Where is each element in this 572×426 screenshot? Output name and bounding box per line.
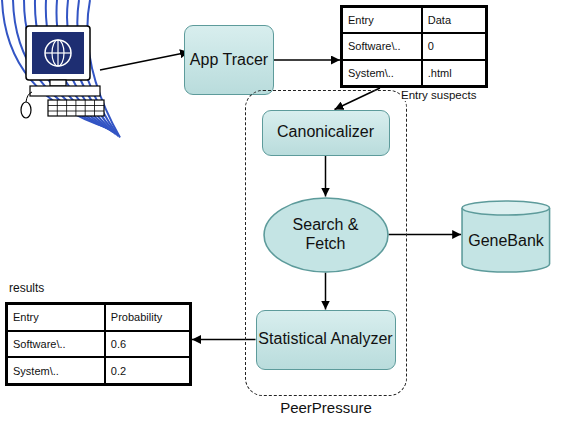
results-table: resultsEntryProbabilitySoftware\..0.6Sys… — [5, 302, 192, 386]
caption-label: Entry suspects — [400, 89, 477, 101]
process-ellipse: Search & Fetch — [263, 197, 389, 273]
table-cell: 0 — [422, 33, 486, 59]
table-grid: EntryDataSoftware\..0System\...html — [340, 5, 488, 88]
table-cell: Software\.. — [7, 331, 105, 358]
flow-arrow — [325, 156, 327, 197]
table-cell: System\.. — [7, 357, 105, 384]
box-label: App Tracer — [190, 51, 268, 69]
box-label: Canonicalizer — [277, 123, 374, 141]
user-to-tracer-arrow — [100, 52, 189, 70]
table-cell: Entry — [7, 304, 105, 331]
table-cell: System\.. — [342, 60, 422, 86]
table-cell: 0.2 — [105, 357, 190, 384]
process-box: Statistical Analyzer — [256, 310, 396, 370]
process-box: Canonicalizer — [262, 110, 390, 156]
box-label: Statistical Analyzer — [258, 330, 392, 348]
table-cell: Entry — [342, 7, 422, 33]
flow-arrow — [325, 273, 327, 310]
system-boundary: PeerPressureCanonicalizerSearch & FetchS… — [245, 90, 407, 396]
swoosh-line — [13, 0, 110, 129]
flow-arrow — [334, 88, 380, 110]
database-cylinder: GeneBank — [461, 200, 551, 272]
table-grid: EntryProbabilitySoftware\..0.6System\..0… — [5, 302, 192, 386]
shape-label: GeneBank — [468, 232, 544, 250]
table-cell: Probability — [105, 304, 190, 331]
table-cell: .html — [422, 60, 486, 86]
region-label: PeerPressure — [246, 399, 406, 416]
entry-table: EntryDataSoftware\..0System\...html — [340, 5, 488, 88]
table-cell: 0.6 — [105, 331, 190, 358]
table-cell: Data — [422, 7, 486, 33]
table-cell: Software\.. — [342, 33, 422, 59]
process-box: App Tracer — [184, 25, 274, 95]
computer-icon — [21, 26, 104, 118]
shape-label: Search & Fetch — [286, 216, 366, 253]
flow-arrow — [389, 234, 462, 236]
table-heading: results — [9, 281, 44, 295]
flow-arrow — [274, 59, 340, 61]
